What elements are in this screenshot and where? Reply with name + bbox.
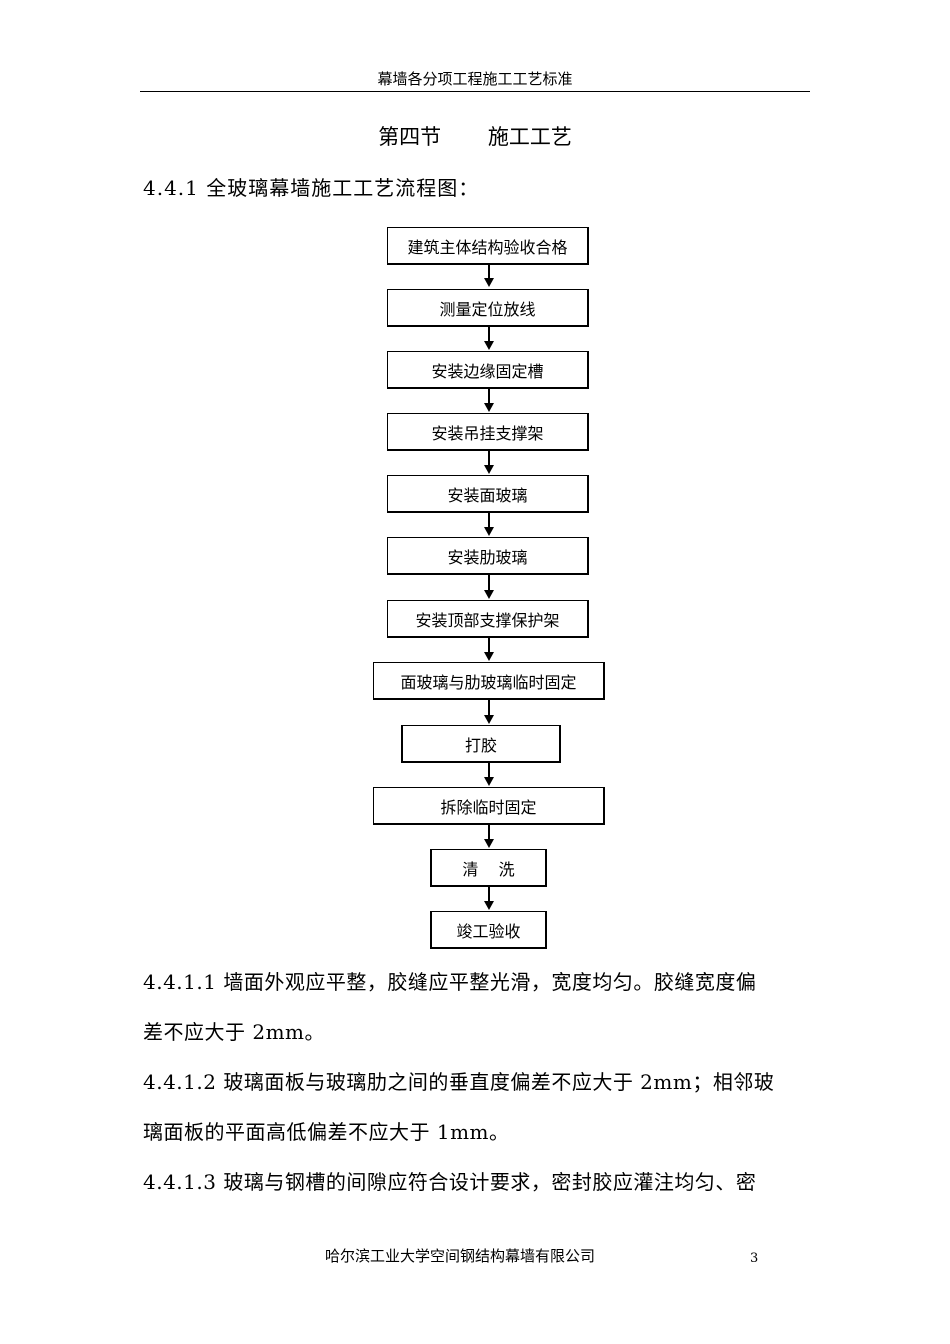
flow-step: 打胶 [401, 725, 561, 763]
flow-step: 安装顶部支撑保护架 [387, 600, 589, 638]
footer-company: 哈尔滨工业大学空间钢结构幕墙有限公司 [324, 1247, 595, 1265]
subsection-title: 4.4.1 全玻璃幕墙施工工艺流程图： [143, 176, 480, 200]
flow-step: 安装吊挂支撑架 [387, 413, 589, 451]
flow-step: 拆除临时固定 [373, 787, 605, 825]
flow-step: 安装边缘固定槽 [387, 351, 589, 389]
paragraph-line: 4.4.1.1 墙面外观应平整，胶缝应平整光滑，宽度均匀。胶缝宽度偏 [143, 970, 757, 994]
section-title: 第四节 施工工艺 [378, 125, 572, 149]
paragraph-line: 璃面板的平面高低偏差不应大于 1mm。 [143, 1120, 510, 1144]
header-title: 幕墙各分项工程施工工艺标准 [377, 70, 573, 88]
flow-step: 清 洗 [430, 849, 547, 887]
paragraph-line: 4.4.1.3 玻璃与钢槽的间隙应符合设计要求，密封胶应灌注均匀、密 [143, 1170, 757, 1194]
paragraph-line: 4.4.1.2 玻璃面板与玻璃肋之间的垂直度偏差不应大于 2mm；相邻玻 [143, 1070, 775, 1094]
flow-step: 测量定位放线 [387, 289, 589, 327]
flow-step: 竣工验收 [430, 911, 547, 949]
flow-step: 面玻璃与肋玻璃临时固定 [373, 662, 605, 700]
flow-step: 建筑主体结构验收合格 [387, 227, 589, 265]
flow-step: 安装面玻璃 [387, 475, 589, 513]
flow-step: 安装肋玻璃 [387, 537, 589, 575]
header-divider [140, 91, 810, 92]
page-number: 3 [750, 1251, 759, 1266]
paragraph-line: 差不应大于 2mm。 [143, 1020, 326, 1044]
